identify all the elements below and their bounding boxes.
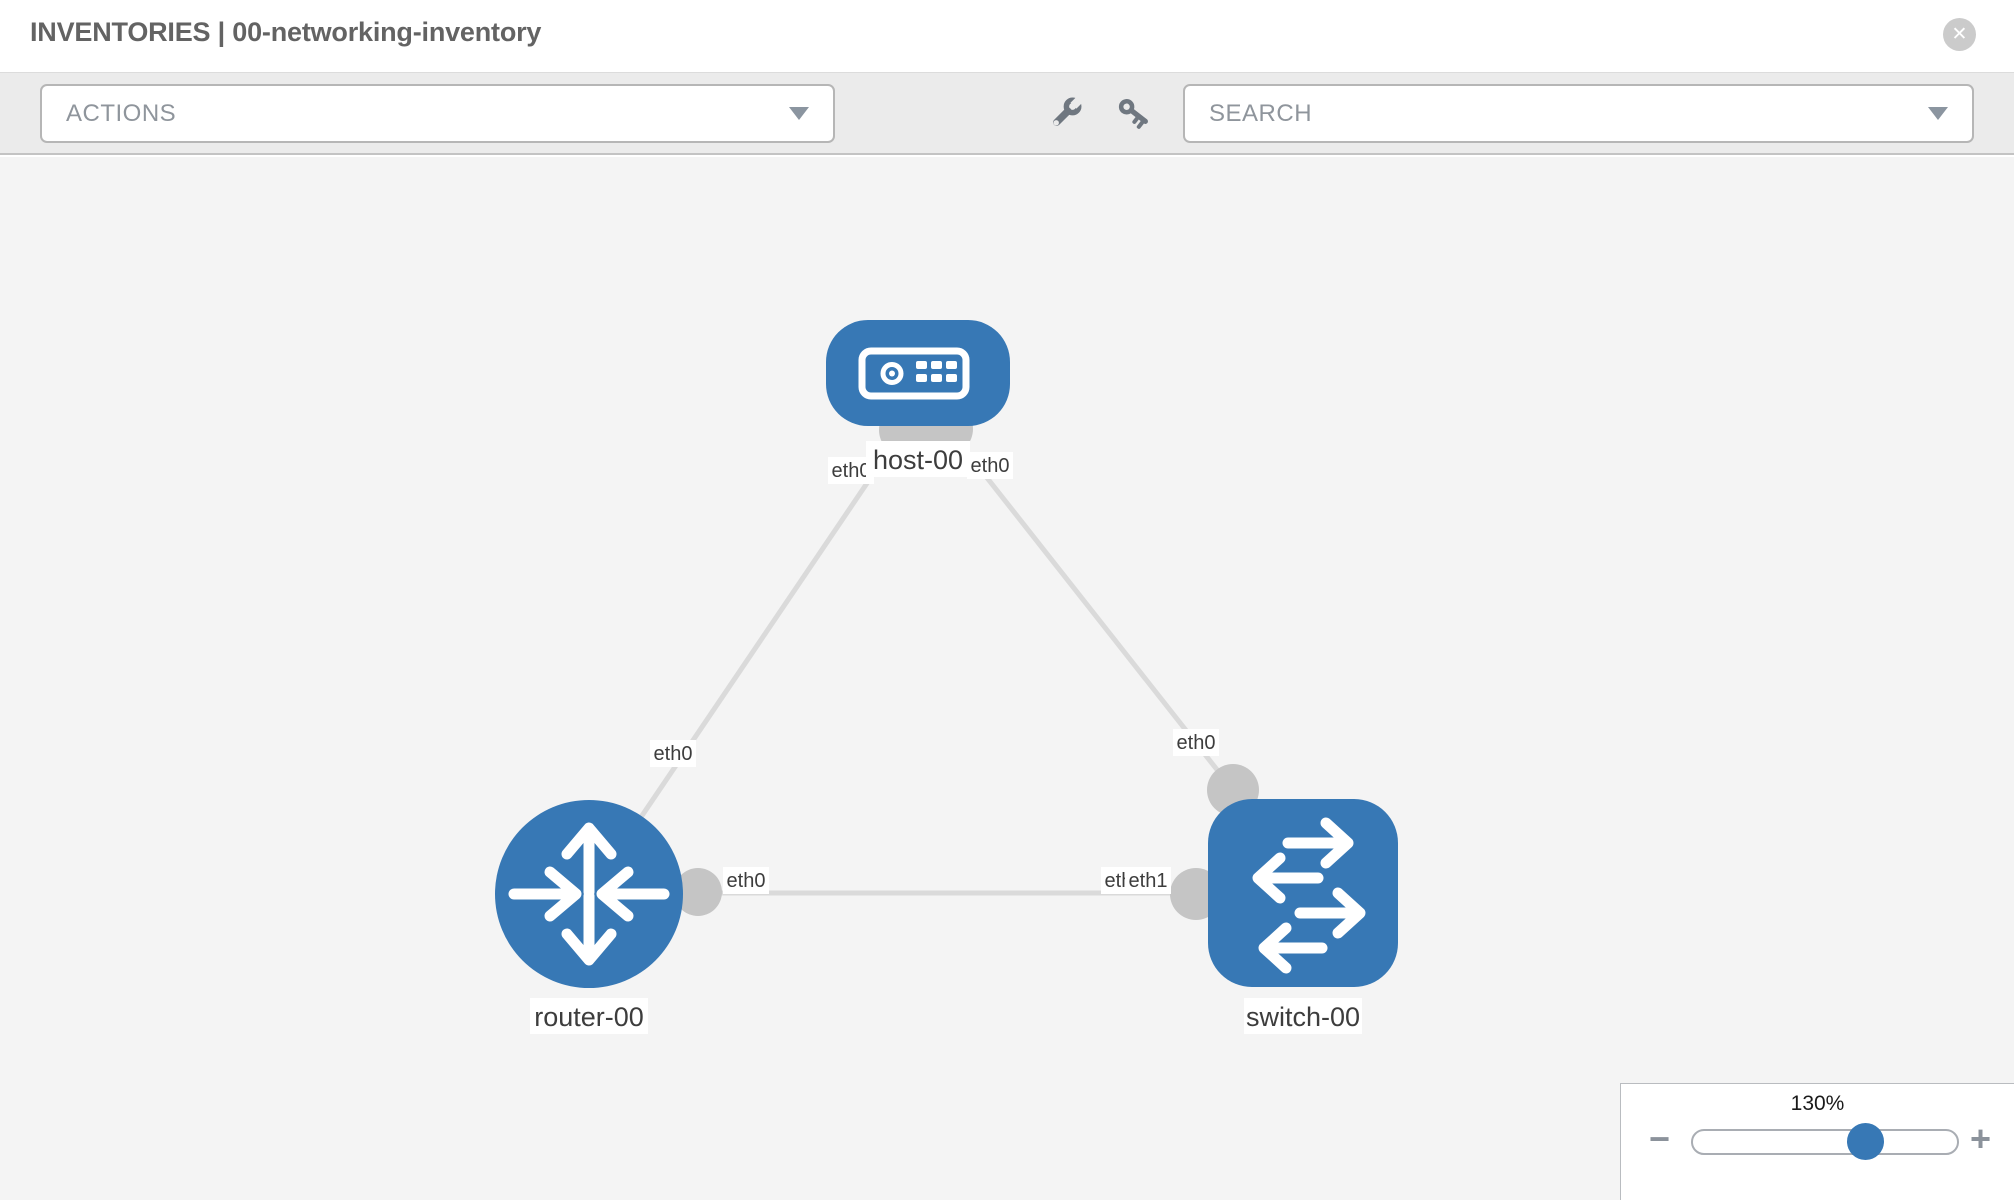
chevron-down-icon — [789, 107, 809, 120]
svg-text:eth0: eth0 — [727, 870, 766, 892]
svg-text:switch-00: switch-00 — [1246, 1002, 1360, 1032]
key-icon[interactable] — [1114, 95, 1152, 133]
node-label-host: host-00 — [866, 441, 970, 477]
node-label-switch: switch-00 — [1244, 998, 1362, 1034]
zoom-in-button[interactable]: + — [1970, 1118, 1992, 1159]
svg-text:eth0: eth0 — [1177, 732, 1216, 754]
node-label-router: router-00 — [530, 998, 648, 1034]
interface-label: eth0 — [967, 452, 1013, 479]
actions-dropdown[interactable]: ACTIONS — [40, 84, 835, 143]
svg-text:host-00: host-00 — [873, 445, 963, 475]
page-title: INVENTORIES | 00-networking-inventory — [30, 17, 542, 47]
close-glyph: ✕ — [1951, 24, 1968, 45]
zoom-level-value: 130% — [1790, 1092, 1845, 1115]
interface-dot-router-right[interactable] — [674, 868, 722, 916]
svg-text:eth0: eth0 — [971, 455, 1010, 477]
interface-label: eth1 — [1125, 867, 1171, 894]
svg-text:router-00: router-00 — [534, 1002, 644, 1032]
wrench-icon[interactable] — [1046, 95, 1084, 133]
toolbar: ACTIONS SEARCH — [0, 72, 2014, 155]
chevron-down-icon — [1928, 107, 1948, 120]
router-icon — [508, 822, 670, 966]
svg-text:eth0: eth0 — [654, 743, 693, 765]
search-dropdown[interactable]: SEARCH — [1183, 84, 1974, 143]
zoom-control-panel: 130% − + — [1620, 1083, 2014, 1200]
svg-text:eth0: eth0 — [832, 460, 871, 482]
actions-dropdown-label: ACTIONS — [66, 99, 177, 127]
node-router[interactable] — [495, 800, 683, 988]
close-icon[interactable]: ✕ — [1943, 18, 1976, 51]
interface-label: eth0 — [1173, 729, 1219, 756]
zoom-slider-handle[interactable] — [1847, 1123, 1884, 1160]
topology-canvas[interactable]: eth0 eth0 eth0 eth0 eth0 eth0 eth1 — [0, 157, 2014, 1200]
node-switch[interactable] — [1208, 799, 1398, 987]
zoom-out-button[interactable]: − — [1649, 1118, 1671, 1159]
interface-label: eth0 — [650, 740, 696, 767]
node-host[interactable] — [826, 320, 1010, 426]
search-placeholder: SEARCH — [1209, 99, 1313, 127]
panel-header: INVENTORIES | 00-networking-inventory ✕ — [0, 0, 2014, 72]
switch-icon — [1252, 817, 1366, 974]
server-icon — [858, 347, 970, 400]
interface-label: eth0 — [723, 867, 769, 894]
svg-text:eth1: eth1 — [1129, 870, 1168, 892]
zoom-slider-track[interactable] — [1691, 1123, 1959, 1160]
